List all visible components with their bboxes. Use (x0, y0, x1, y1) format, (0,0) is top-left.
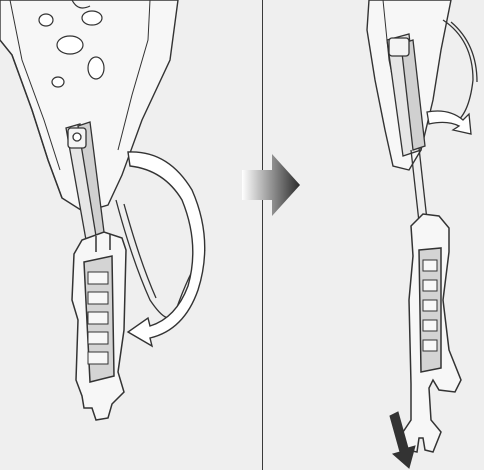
step-1-illustration (0, 0, 262, 470)
side-strap (443, 20, 477, 124)
rotation-arrow-icon (128, 152, 205, 346)
bracket (72, 232, 126, 420)
step-2-panel (263, 0, 484, 470)
step-2-illustration (263, 0, 484, 470)
bracket (403, 214, 461, 452)
step-1-panel (0, 0, 262, 470)
rotation-arrow-icon (427, 111, 471, 134)
